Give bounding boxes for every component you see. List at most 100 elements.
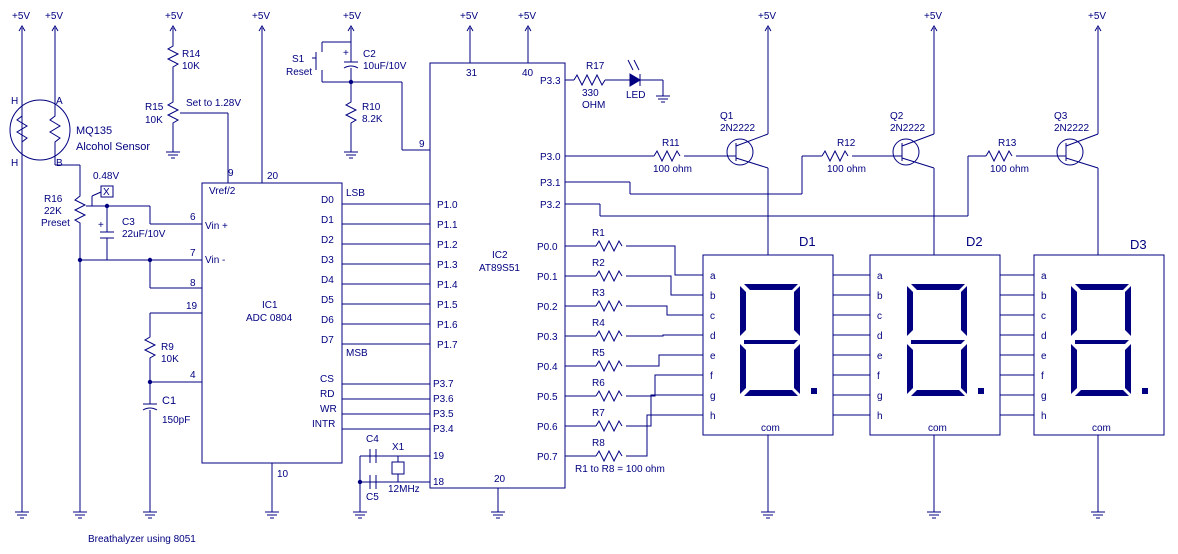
adc-data-pin: D4 <box>321 275 334 286</box>
junction-dot <box>147 257 153 263</box>
adc-ctrl-pin: WR <box>320 404 337 415</box>
segment-c <box>794 344 800 394</box>
seg-resistor <box>595 389 623 403</box>
ic1-vin-minus: Vin - <box>205 255 225 266</box>
segment-pin-label: f <box>1041 371 1044 382</box>
segment-pin-label: a <box>877 271 883 282</box>
ic2-pin-40: 40 <box>522 68 534 79</box>
ic2-ref: IC2 <box>492 250 508 261</box>
ground-symbol <box>265 511 279 519</box>
ic1-pin-8: 8 <box>190 278 196 289</box>
ground-symbol <box>491 511 505 519</box>
segment-pin-label: e <box>1041 351 1047 362</box>
d1-com: com <box>761 423 780 434</box>
supply-terminal <box>764 25 772 32</box>
ground-symbol <box>15 511 29 519</box>
mcu-p1-pin: P1.1 <box>437 220 458 231</box>
q3-ref: Q3 <box>1054 111 1068 122</box>
adc-data-pin: D7 <box>321 335 334 346</box>
segment-dp <box>978 388 984 394</box>
ic2-pin-18: 18 <box>433 477 445 488</box>
mcu-p3-pin: P3.5 <box>433 409 454 420</box>
ic2-pin-20: 20 <box>494 474 506 485</box>
r11-ref: R11 <box>662 138 680 149</box>
ic1-pin-6: 6 <box>190 212 196 223</box>
ground-symbol <box>73 511 87 519</box>
ic1-pin-20: 20 <box>267 171 279 182</box>
mcu-p3-pin: P3.2 <box>540 200 561 211</box>
r16-ref: R16 <box>44 194 63 205</box>
supply-label: +5V <box>45 11 63 22</box>
r12-val: 100 ohm <box>827 164 866 175</box>
adc-ctrl-pin: RD <box>320 389 334 400</box>
supply-label: +5V <box>758 11 776 22</box>
d3-com: com <box>1092 423 1111 434</box>
c3-val: 22uF/10V <box>122 229 166 240</box>
labels: +5V +5V +5V +5V +5V +5V +5V +5V +5V +5V … <box>11 11 1147 545</box>
c2-ref: C2 <box>363 49 376 60</box>
c2-val: 10uF/10V <box>363 61 407 72</box>
r11-val: 100 ohm <box>653 164 692 175</box>
supply-terminal <box>51 25 59 32</box>
ic2-pin-9: 9 <box>419 139 425 150</box>
adc-data-pin: D5 <box>321 295 334 306</box>
mcu-p0-pin: P0.6 <box>537 422 558 433</box>
seg-resistor <box>595 329 623 343</box>
adc-ctrl-pin: CS <box>320 374 334 385</box>
mcu-p0-pin: P0.4 <box>537 362 558 373</box>
mcu-p1-pin: P1.0 <box>437 200 458 211</box>
mcu-p3-pin: P3.4 <box>433 424 454 435</box>
supply-label: +5V <box>924 11 942 22</box>
mcu-p1-pin: P1.5 <box>437 300 458 311</box>
seg-resistor <box>595 269 623 283</box>
junction-dot <box>77 257 83 263</box>
segment-pin-label: f <box>877 371 880 382</box>
seg-resistor-ref: R7 <box>592 408 605 419</box>
mcu-p0-pin: P0.2 <box>537 302 558 313</box>
sensor-desc: Alcohol Sensor <box>76 141 150 153</box>
adc-data-pin: D3 <box>321 255 334 266</box>
d2-com: com <box>928 423 947 434</box>
s1-val: Reset <box>286 67 312 78</box>
supply-terminal <box>930 25 938 32</box>
segment-pin-label: d <box>1041 331 1047 342</box>
d2-ref: D2 <box>966 234 983 249</box>
seg-resistor-ref: R2 <box>592 258 605 269</box>
supply-terminal <box>466 25 474 32</box>
q2-ref: Q2 <box>890 111 904 122</box>
ic1-pin-4: 4 <box>190 370 196 381</box>
ic1-vin-plus: Vin + <box>205 221 228 232</box>
ic1-ref: IC1 <box>262 300 278 311</box>
segment-pin-label: h <box>877 411 883 422</box>
segment-f <box>1071 286 1077 336</box>
c5-ref: C5 <box>366 492 379 503</box>
segment-wire <box>626 414 703 457</box>
q1-type: 2N2222 <box>720 123 755 134</box>
seg-resistor-ref: R5 <box>592 348 605 359</box>
sensor-name: MQ135 <box>76 125 112 137</box>
segment-b <box>794 286 800 336</box>
segment-pin-label: h <box>710 411 716 422</box>
seg-resistor-ref: R4 <box>592 318 605 329</box>
segment-pin-label: e <box>710 351 716 362</box>
r12-ref: R12 <box>837 138 856 149</box>
mcu-p1-pin: P1.4 <box>437 280 458 291</box>
segment-wire <box>626 245 703 276</box>
segment-pin-label: b <box>877 291 883 302</box>
segment-pin-label: d <box>877 331 883 342</box>
r13-ref: R13 <box>998 138 1017 149</box>
adc-data-pin: D6 <box>321 315 334 326</box>
mcu-p0-pin: P0.3 <box>537 332 558 343</box>
supply-terminal <box>258 25 266 32</box>
supply-label: +5V <box>165 11 183 22</box>
ic1-pin-19: 19 <box>186 301 198 312</box>
segment-e <box>740 344 746 394</box>
d3-ref: D3 <box>1130 237 1147 252</box>
sensor-pin-h: H <box>11 158 18 169</box>
display-d3-body <box>1033 254 1165 436</box>
x1-val: 12MHz <box>388 484 420 495</box>
segment-dp <box>811 388 817 394</box>
supply-terminal <box>1094 25 1102 32</box>
segment-b <box>961 286 967 336</box>
